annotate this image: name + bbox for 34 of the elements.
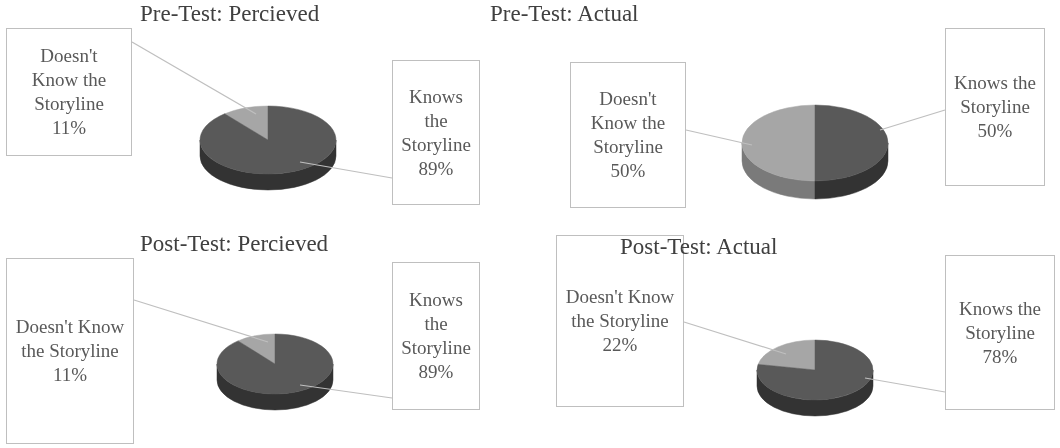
data-label: Doesn't Know the Storyline 11% bbox=[15, 315, 125, 387]
pie-slice bbox=[756, 339, 874, 417]
callout-box bbox=[945, 28, 1045, 186]
pie-slice bbox=[757, 339, 816, 371]
chart-title: Post-Test: Percieved bbox=[140, 230, 329, 258]
leader-line bbox=[299, 161, 393, 179]
leader-line bbox=[864, 377, 946, 393]
data-label: Knows the Storyline 89% bbox=[401, 288, 471, 384]
leader-line bbox=[133, 299, 269, 343]
data-label: Knows the Storyline 50% bbox=[954, 71, 1036, 143]
leader-line bbox=[683, 321, 787, 355]
callout-box bbox=[945, 255, 1055, 410]
chart-title: Pre-Test: Actual bbox=[490, 0, 639, 28]
pie-slice bbox=[741, 104, 816, 200]
chart-title: Pre-Test: Percieved bbox=[140, 0, 320, 28]
pie-slice bbox=[224, 105, 269, 141]
callout-box bbox=[392, 262, 480, 410]
callout-box bbox=[6, 28, 132, 156]
data-label: Doesn't Know the Storyline 11% bbox=[30, 44, 108, 140]
pie-slice bbox=[199, 105, 337, 191]
leader-line bbox=[299, 384, 393, 399]
leader-line bbox=[879, 109, 946, 131]
leader-line bbox=[131, 41, 257, 115]
pie-slice bbox=[814, 104, 889, 200]
chart-title: Post-Test: Actual bbox=[620, 233, 778, 261]
pie-slice bbox=[216, 333, 334, 411]
data-label: Knows the Storyline 89% bbox=[401, 84, 471, 181]
data-label: Doesn't Know the Storyline 22% bbox=[565, 285, 675, 357]
data-label: Doesn't Know the Storyline 50% bbox=[589, 87, 667, 183]
callout-box bbox=[392, 60, 480, 205]
leader-line bbox=[685, 129, 753, 146]
callout-box bbox=[6, 258, 134, 444]
data-label: Knows the Storyline 78% bbox=[958, 296, 1042, 369]
callout-box bbox=[570, 62, 686, 208]
